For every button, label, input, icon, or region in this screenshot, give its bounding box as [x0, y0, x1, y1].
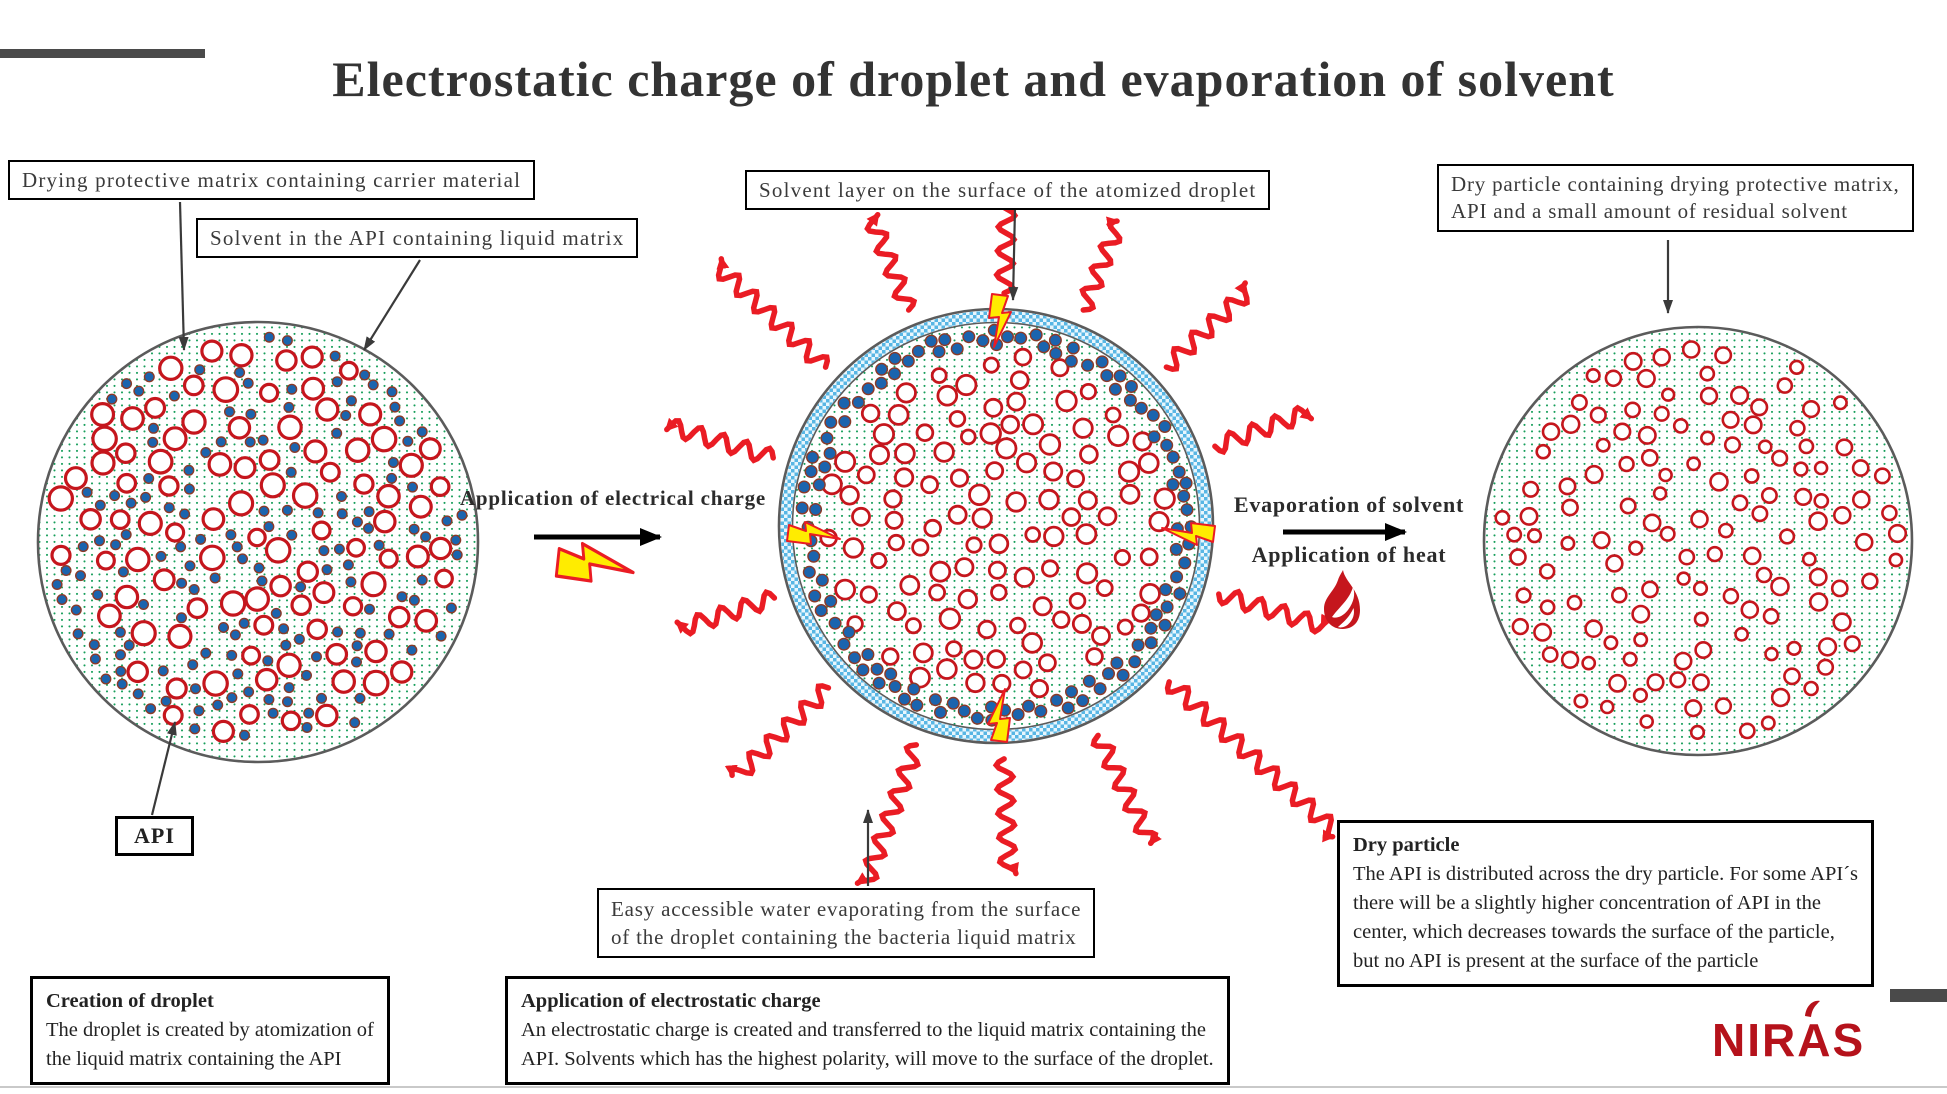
logo-accent-icon [1805, 1000, 1821, 1017]
callout-title: Application of electrostatic charge [521, 990, 821, 1012]
callout-title: Creation of droplet [46, 990, 214, 1012]
callout-arrows [150, 201, 1673, 886]
lightning-bolt-icon [988, 293, 1012, 348]
callout-body: The API is distributed across the dry pa… [1353, 863, 1859, 972]
label-dry-particle-contents: Dry particle containing drying protectiv… [1437, 164, 1914, 232]
lightning-bolt-icon [786, 521, 841, 545]
callout-title: Dry particle [1353, 834, 1460, 856]
logo-text: S [1832, 1014, 1866, 1066]
callout-body: An electrostatic charge is created and t… [521, 1019, 1214, 1070]
droplet-initial [36, 320, 480, 764]
lightning-bolt-icon [1161, 522, 1216, 546]
callout-application-electrostatic: Application of electrostatic charge An e… [505, 976, 1230, 1085]
bottom-right-accent-bar [1890, 989, 1947, 1002]
droplets-layer [36, 307, 1914, 764]
callout-dry-particle: Dry particle The API is distributed acro… [1337, 820, 1875, 987]
label-solvent-in-api-matrix: Solvent in the API containing liquid mat… [196, 218, 639, 258]
logo-text: NIR [1712, 1014, 1798, 1066]
label-drying-protective-matrix: Drying protective matrix containing carr… [8, 160, 536, 200]
page-title: Electrostatic charge of droplet and evap… [332, 51, 1615, 107]
evaporation-wavy-arrows [664, 185, 1336, 886]
lightning-bolt-icon [987, 688, 1011, 743]
label-solvent-layer: Solvent layer on the surface of the atom… [745, 170, 1271, 210]
droplet-dry [1482, 325, 1914, 757]
label-easy-accessible-water: Easy accessible water evaporating from t… [597, 888, 1096, 958]
lightning-bolt-icon [554, 541, 635, 583]
bottom-divider-line [0, 1086, 1947, 1088]
flame-icon [1324, 570, 1360, 629]
logo-text: A [1797, 1014, 1833, 1066]
label-api: API [115, 816, 194, 856]
top-left-accent-bar [0, 49, 205, 58]
lightning-bolt-icons [554, 293, 1216, 743]
transition-electrical-charge-label: Application of electrical charge [459, 486, 767, 510]
callout-body: The droplet is created by atomization of… [46, 1019, 374, 1070]
transition-evaporation-label: Evaporation of solvent [1233, 492, 1465, 517]
droplet-charged [777, 307, 1215, 745]
callout-creation-of-droplet: Creation of droplet The droplet is creat… [30, 976, 390, 1085]
process-flow-arrows [534, 523, 1407, 546]
transition-heat-label: Application of heat [1251, 542, 1447, 567]
